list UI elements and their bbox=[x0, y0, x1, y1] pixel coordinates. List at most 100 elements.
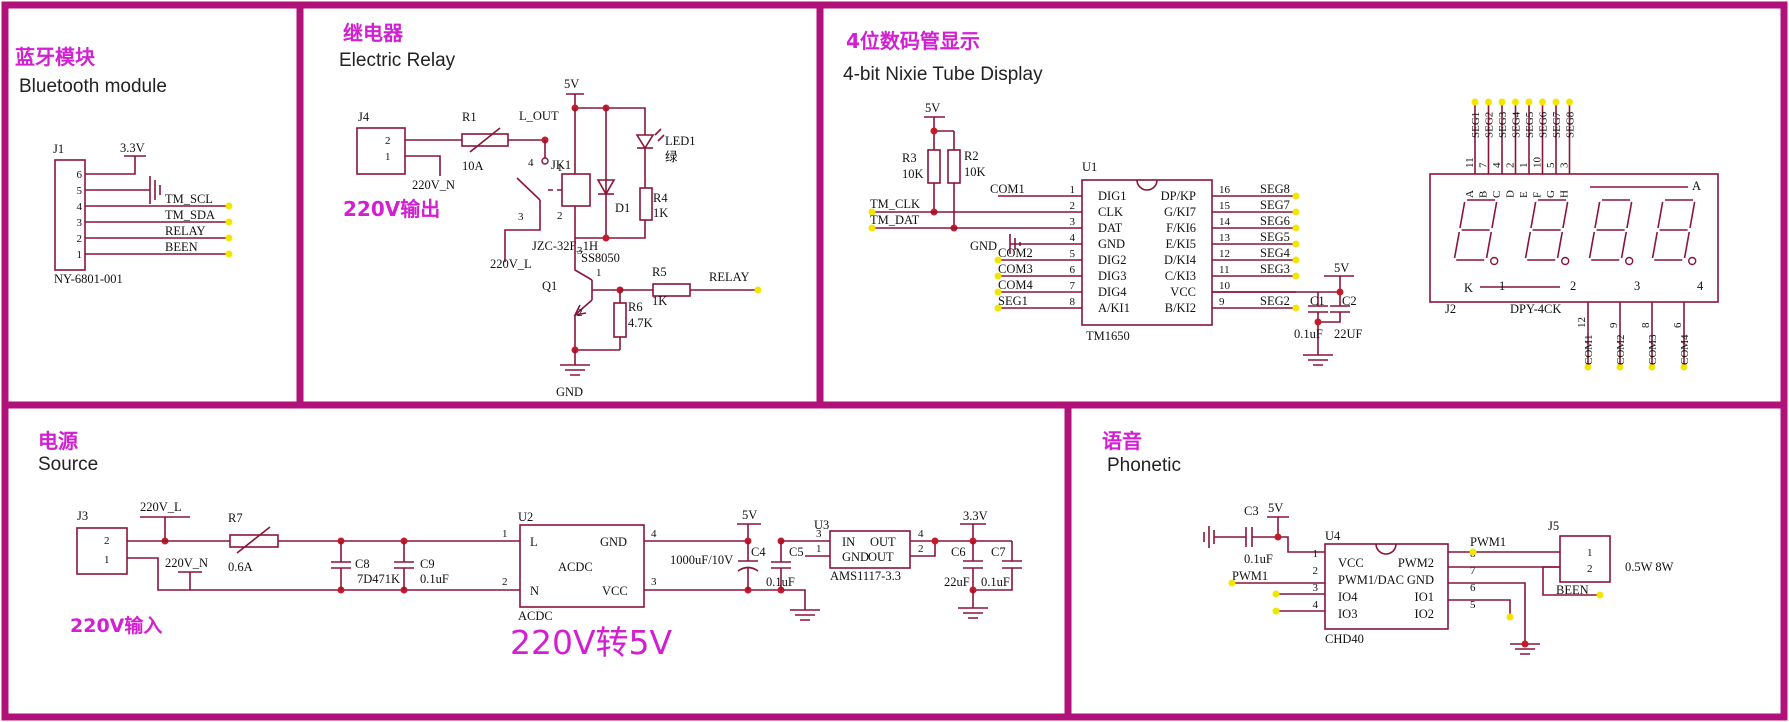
jk-pin-1: 1 bbox=[557, 162, 563, 174]
u3-pin-2: 2 bbox=[918, 543, 924, 555]
u1-right-net: SEG2 bbox=[1260, 294, 1290, 308]
u2-pin-l: L bbox=[530, 535, 538, 549]
speaker-label: 0.5W 8W bbox=[1625, 560, 1674, 574]
digit-segment bbox=[1651, 231, 1659, 259]
j1-part: NY-6801-001 bbox=[54, 272, 123, 286]
jk-pin-3: 3 bbox=[518, 211, 524, 223]
r5-value: 1K bbox=[652, 294, 667, 308]
j3-pin-2: 2 bbox=[104, 535, 110, 547]
u4-part: CHD40 bbox=[1325, 632, 1364, 646]
r2-value: 10K bbox=[964, 165, 986, 179]
j2-seg-letter: H bbox=[1559, 190, 1571, 198]
bluetooth-title-cn: 蓝牙模块 bbox=[15, 45, 96, 69]
vcc5-label: 5V bbox=[742, 508, 757, 522]
endpoint bbox=[1552, 98, 1560, 106]
j5-pin-1: 1 bbox=[1587, 547, 1593, 559]
u1-left-pin-num: 3 bbox=[1070, 216, 1076, 228]
u3-part: AMS1117-3.3 bbox=[830, 569, 901, 583]
u1-right-pin-num: 9 bbox=[1219, 296, 1225, 308]
j1-connector-body bbox=[54, 159, 86, 271]
u4-left-pin-num: 2 bbox=[1313, 565, 1319, 577]
u1-right-pin-num: 15 bbox=[1219, 200, 1231, 212]
r5-resistor bbox=[652, 283, 691, 297]
digit-segment bbox=[1683, 231, 1691, 259]
u3-regulator-body bbox=[829, 530, 911, 569]
endpoint bbox=[994, 288, 1002, 296]
c2-value: 22UF bbox=[1334, 327, 1363, 341]
j2-top-net: SEG4 bbox=[1511, 111, 1523, 138]
digit-number-label: 2 bbox=[1570, 279, 1576, 293]
u1-left-pin-name: DIG4 bbox=[1098, 285, 1127, 299]
j2-top-pin-num: 11 bbox=[1464, 157, 1476, 168]
r4-ref: R4 bbox=[653, 191, 668, 205]
endpoint bbox=[1616, 363, 1624, 371]
j4-ref: J4 bbox=[358, 110, 370, 124]
net-relay: RELAY bbox=[165, 224, 206, 238]
junction bbox=[1314, 318, 1322, 326]
endpoint bbox=[1292, 272, 1300, 280]
c6-value: 22uF bbox=[944, 575, 970, 589]
u4-left-pin-num: 4 bbox=[1313, 599, 1319, 611]
j2-top-net: SEG7 bbox=[1551, 111, 1563, 138]
r6-value: 4.7K bbox=[628, 316, 653, 330]
c1-value: 0.1uF bbox=[1294, 327, 1323, 341]
endpoint bbox=[1512, 98, 1519, 106]
r7-ref: R7 bbox=[228, 511, 243, 525]
endpoint bbox=[1228, 579, 1236, 587]
c9-value: 0.1uF bbox=[420, 572, 449, 586]
tm-dat-label: TM_DAT bbox=[870, 213, 920, 227]
pwm1-right-label: PWM1 bbox=[1470, 535, 1506, 549]
cathode-label: K bbox=[1464, 281, 1473, 295]
endpoint bbox=[1525, 98, 1533, 106]
endpoint bbox=[994, 256, 1002, 264]
u1-right-net: SEG7 bbox=[1260, 198, 1290, 212]
j2-top-pin-num: 7 bbox=[1478, 162, 1490, 168]
j5-pin-2: 2 bbox=[1587, 563, 1593, 575]
u1-right-net: SEG5 bbox=[1260, 230, 1290, 244]
display-section: 5V R3 10K R2 10K TM_CLK TM_DAT GND U1 TM… bbox=[868, 98, 1719, 371]
digit-segment bbox=[1485, 231, 1493, 259]
j2-display-body bbox=[1429, 173, 1719, 303]
c9-ref: C9 bbox=[420, 557, 435, 571]
u1-right-net: SEG8 bbox=[1260, 182, 1290, 196]
disp-vcc-label: 5V bbox=[925, 101, 940, 115]
u1-left-pin-name: DIG1 bbox=[1098, 189, 1126, 203]
j2-bottom-net: COM2 bbox=[1615, 334, 1627, 365]
u1-right-pin-name: VCC bbox=[1170, 285, 1196, 299]
net-tm-scl: TM_SCL bbox=[165, 192, 213, 206]
u3-pin-out2: OUT bbox=[868, 550, 894, 564]
endpoint bbox=[1471, 98, 1479, 106]
digit-number-label: 1 bbox=[1499, 279, 1505, 293]
j2-top-net: SEG2 bbox=[1484, 112, 1496, 138]
jk-pin-2: 2 bbox=[557, 210, 563, 222]
j2-bottom-net: COM1 bbox=[1583, 334, 1595, 365]
c6-ref: C6 bbox=[951, 545, 966, 559]
j1-pin-1: 1 bbox=[77, 249, 83, 261]
u1-left-pin-num: 5 bbox=[1070, 248, 1076, 260]
relay-part: JZC-32F_1H bbox=[532, 239, 598, 253]
relay-title-en: Electric Relay bbox=[339, 50, 456, 71]
voice-section: C3 0.1uF 5V U4 CHD40 1VCCPWM282PWM1/DACG… bbox=[1203, 501, 1674, 655]
anode-label: A bbox=[1692, 179, 1701, 193]
j2-top-net: SEG1 bbox=[1470, 112, 1482, 138]
j2-bottom-pin-num: 12 bbox=[1576, 317, 1588, 328]
junction bbox=[602, 234, 610, 242]
u1-right-net: SEG3 bbox=[1260, 262, 1290, 276]
n220-label: 220V_N bbox=[412, 178, 455, 192]
u1-left-pin-num: 8 bbox=[1070, 296, 1076, 308]
u1-left-pin-name: CLK bbox=[1098, 205, 1123, 219]
d1-ref: D1 bbox=[615, 201, 630, 215]
q1-ref: Q1 bbox=[542, 279, 557, 293]
c5-value: 0.1uF bbox=[766, 575, 795, 589]
j1-pin-6: 6 bbox=[77, 169, 83, 181]
u2-pin-gnd: GND bbox=[600, 535, 627, 549]
c4-value: 1000uF/10V bbox=[670, 553, 733, 567]
endpoint bbox=[868, 208, 876, 216]
u1-left-pin-num: 4 bbox=[1070, 232, 1076, 244]
j2-top-net: SEG8 bbox=[1565, 111, 1577, 138]
j1-pin-3: 3 bbox=[77, 217, 83, 229]
j2-seg-letter: B bbox=[1478, 191, 1490, 198]
